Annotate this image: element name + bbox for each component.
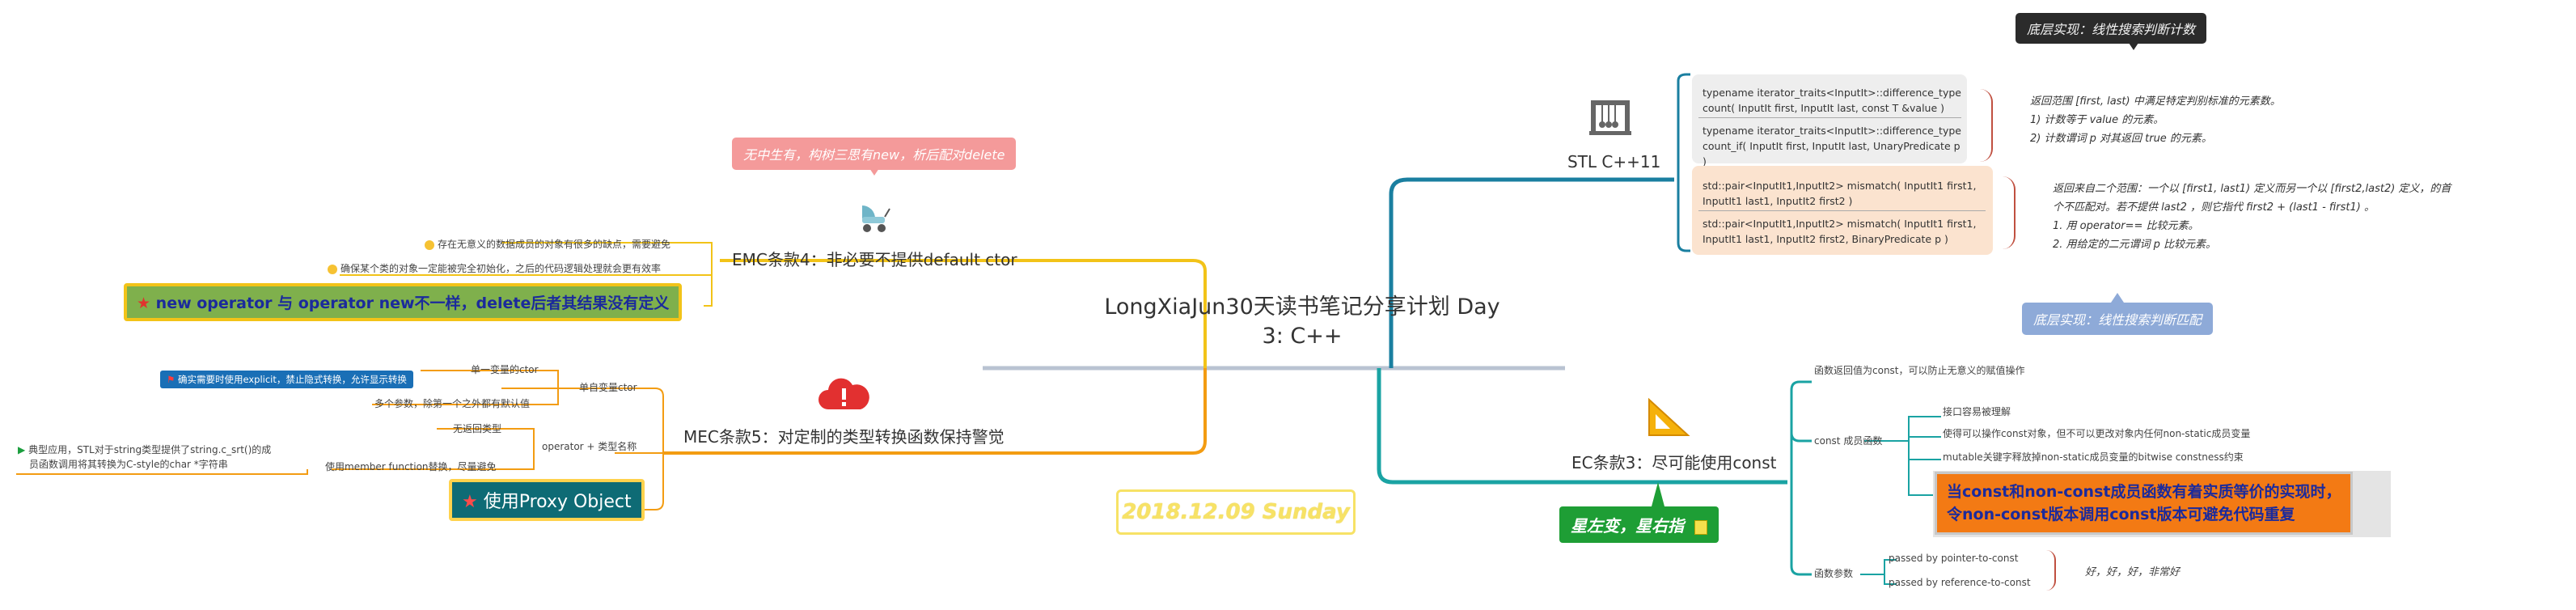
emc4-item-2-text: 确保某个类的对象一定能被完全初始化，之后的代码逻辑处理就会更有效率 [341, 263, 662, 274]
ec3-param-2[interactable]: passed by reference-to-const [1889, 577, 2031, 588]
emc4-item-1-text: 存在无意义的数据成员的对象有很多的缺点，需要避免 [438, 239, 671, 250]
ec3-highlight-line1: 当const和non-const成员函数有着实质等价的实现时， [1947, 483, 2341, 501]
stl-count-2[interactable]: typename iterator_traits<InputIt>::diffe… [1703, 125, 1961, 167]
mec5-single-ctor-2[interactable]: 多个参数，除第一个之外都有默认值 [374, 398, 531, 409]
divider [1698, 117, 1961, 118]
ec3-callout-text: 星左变，星右指 [1571, 516, 1684, 536]
stl-tooltip-bottom: 底层实现：线性搜索判断匹配 [2022, 303, 2214, 335]
date-label: 2018.12.09 Sunday [1116, 489, 1356, 535]
mec5-highlight-text: 使用Proxy Object [483, 492, 632, 512]
mec5-operator-2[interactable]: 使用member function替换，尽量避免 [325, 461, 497, 472]
stl-mismatch-1[interactable]: std::pair<InputIt1,InputIt2> mismatch( I… [1703, 180, 1977, 207]
mec5-single-ctor-flag[interactable]: ⚑ 确实需要时使用explicit，禁止隐式转换，允许显示转换 [160, 371, 413, 388]
ec3-params[interactable]: 函数参数 [1814, 568, 1854, 579]
stl-count-note-3: 2) 计数谓词 p 对其返回 true 的元素。 [2030, 133, 2212, 145]
stl-tooltip-bottom-tail [2111, 293, 2124, 303]
stl-mismatch-2[interactable]: std::pair<InputIt1,InputIt2> mismatch( I… [1703, 218, 1977, 245]
mec5-operator-note-2: 员函数调用将其转换为C-style的char *字符串 [29, 459, 228, 470]
flag-icon: ⚑ [167, 374, 176, 385]
ec3-highlight-line2: 令non-const版本调用const版本可避免代码重复 [1947, 506, 2295, 523]
mec5-single-ctor-flag-text: 确实需要时使用explicit，禁止隐式转换，允许显示转换 [177, 374, 407, 385]
stl-mismatch-note-1: 返回来自二个范围：一个以 [first1, last1) 定义而另一个以 [fi… [2053, 183, 2451, 195]
stl-mismatch-note-3: 1. 用 operator== 比较元素。 [2053, 220, 2199, 232]
emc4-highlight-text: new operator 与 operator new不一样，delete后者其… [155, 294, 670, 312]
ec3-member-3[interactable]: mutable关键字释放掉non-static成员变量的bitwise cons… [1943, 451, 2244, 463]
smile-icon [425, 239, 434, 250]
mec5-highlight[interactable]: ★ 使用Proxy Object [449, 479, 645, 521]
brace [1980, 89, 1993, 162]
mec5-topic[interactable]: MEC条款5：对定制的类型转换函数保持警觉 [683, 427, 1005, 447]
ec3-param-1[interactable]: passed by pointer-to-const [1889, 553, 2019, 564]
ec3-callout-tail [1652, 482, 1664, 506]
stl-topic[interactable]: STL C++11 [1567, 152, 1661, 172]
brace [2003, 176, 2016, 249]
ec3-const-member[interactable]: const 成员函数 [1814, 435, 1883, 447]
root-topic[interactable]: LongXiaJun30天读书笔记分享计划 Day 3: C++ [1084, 293, 1521, 351]
stl-count-note-1: 返回范围 [first, last) 中满足特定判别标准的元素数。 [2030, 95, 2281, 108]
divider [1698, 210, 1986, 211]
stl-tooltip-top: 底层实现：线性搜索判断计数 [2016, 13, 2207, 44]
star-icon: ★ [462, 492, 478, 512]
ec3-member-1[interactable]: 接口容易被理解 [1943, 406, 2011, 417]
emc4-highlight[interactable]: ★ new operator 与 operator new不一样，delete后… [124, 283, 683, 321]
brace [2046, 550, 2056, 591]
triangle-icon: ▶ [18, 444, 26, 455]
root-title-line1: LongXiaJun30天读书笔记分享计划 Day [1104, 294, 1500, 320]
ec3-callout: 星左变，星右指 [1559, 506, 1719, 543]
mec5-single-ctor[interactable]: 单自变量ctor [579, 382, 637, 393]
ec3-highlight[interactable]: 当const和non-const成员函数有着实质等价的实现时， 令non-con… [1935, 472, 2354, 535]
mec5-operator-note[interactable]: ▶ 典型应用，STL对于string类型提供了string.c_srt()的成 … [18, 443, 271, 472]
emc4-item-1[interactable]: 存在无意义的数据成员的对象有很多的缺点，需要避免 [425, 237, 670, 251]
set-square-icon [1646, 396, 1691, 437]
ec3-topic[interactable]: EC条款3：尽可能使用const [1571, 453, 1777, 472]
stl-count-panel [1692, 74, 1967, 163]
star-icon: ★ [137, 294, 151, 312]
stl-count-1[interactable]: typename iterator_traits<InputIt>::diffe… [1703, 87, 1961, 114]
note-icon [1694, 519, 1707, 535]
emc4-callout-tail [868, 166, 881, 176]
mec5-operator[interactable]: operator + 类型名称 [542, 441, 637, 452]
alert-cloud-icon [817, 377, 870, 411]
mec5-operator-note-1: 典型应用，STL对于string类型提供了string.c_srt()的成 [28, 444, 272, 455]
cradle-icon [1589, 99, 1631, 136]
mec5-single-ctor-1[interactable]: 单一变量的ctor [471, 364, 539, 375]
mec5-operator-1[interactable]: 无返回类型 [453, 423, 502, 434]
stl-count-note-2: 1) 计数等于 value 的元素。 [2030, 114, 2164, 126]
stroller-icon [857, 201, 891, 235]
emc4-topic[interactable]: EMC条款4：非必要不提供default ctor [732, 250, 1017, 269]
stl-tooltip-top-tail [2127, 40, 2140, 50]
stl-mismatch-note-2: 个不匹配对。若不提供 last2 ，则它指代 first2 + (last1 -… [2053, 201, 2375, 214]
ec3-member-2[interactable]: 使得可以操作const对象，但不可以更改对象内任何non-static成员变量 [1943, 428, 2251, 439]
smile-icon [328, 264, 337, 274]
ec3-return-const[interactable]: 函数返回值为const，可以防止无意义的赋值操作 [1814, 365, 2025, 376]
emc4-item-2[interactable]: 确保某个类的对象一定能被完全初始化，之后的代码逻辑处理就会更有效率 [328, 261, 661, 275]
root-title-line2: 3: C++ [1262, 324, 1343, 349]
stl-mismatch-note-4: 2. 用给定的二元谓词 p 比较元素。 [2053, 239, 2217, 251]
emc4-callout: 无中生有，构树三思有new，析后配对delete [732, 138, 1017, 170]
ec3-param-note: 好，好，好，非常好 [2085, 566, 2181, 578]
